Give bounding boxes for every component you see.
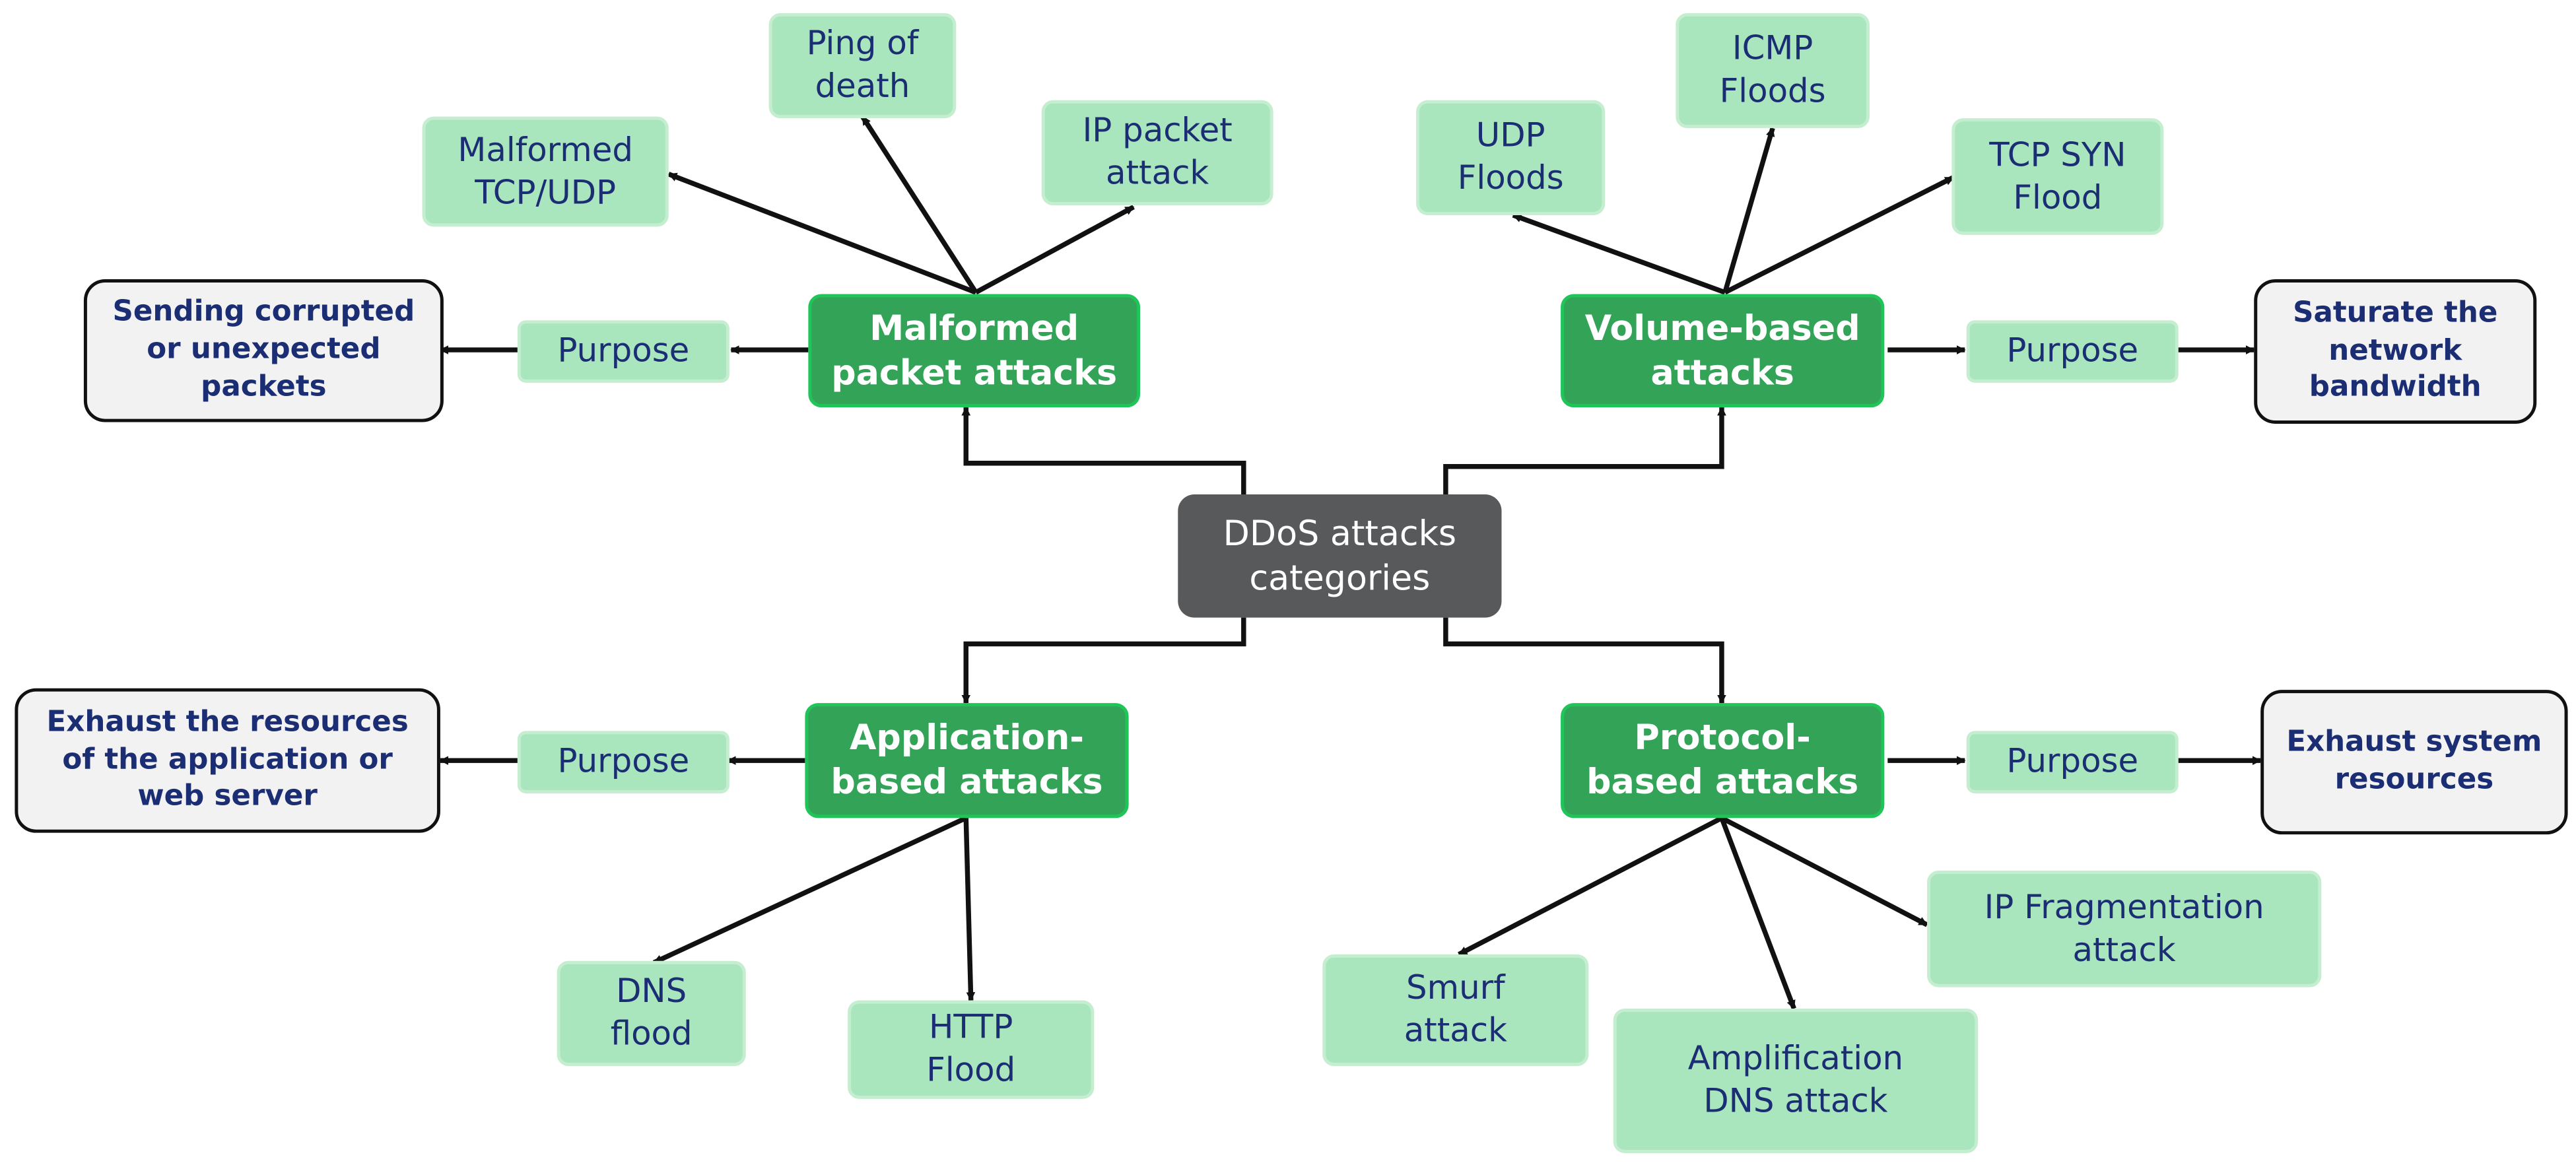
protocol-purpose-label[interactable]: Purpose [1966, 731, 2179, 793]
edge-center-to-volume [1443, 406, 1726, 495]
protocol-purpose-text[interactable]: Exhaust system resources [2260, 690, 2568, 835]
edge-center-to-application [961, 617, 1246, 704]
example-icmp-floods[interactable]: ICMP Floods [1676, 13, 1870, 129]
example-ip-packet-attack[interactable]: IP packet attack [1041, 100, 1273, 206]
category-protocol-based[interactable]: Protocol- based attacks [1561, 703, 1885, 818]
malformed-purpose-label[interactable]: Purpose [517, 320, 729, 383]
malformed-purpose-text[interactable]: Sending corrupted or unexpected packets [83, 279, 444, 422]
edge-volume-to-udp [1512, 213, 1726, 295]
category-application-based[interactable]: Application- based attacks [805, 703, 1129, 818]
edge-protocol-to-smurf [1458, 815, 1723, 957]
edge-protocol-to-amplification [1719, 817, 1796, 1010]
edge-malformed-to-ping [860, 115, 978, 294]
application-purpose-label[interactable]: Purpose [517, 731, 729, 793]
edge-protocol-to-ipfrag [1720, 815, 1928, 927]
example-tcp-syn-flood[interactable]: TCP SYN Flood [1951, 118, 2164, 235]
example-http-flood[interactable]: HTTP Flood [848, 1000, 1095, 1099]
edge-volume-to-icmp [1722, 127, 1775, 293]
example-ip-fragmentation-attack[interactable]: IP Fragmentation attack [1927, 870, 2322, 987]
center-node[interactable]: DDoS attacks categories [1178, 494, 1502, 618]
example-smurf-attack[interactable]: Smurf attack [1322, 954, 1589, 1067]
edge-application-to-http [963, 818, 976, 1001]
example-amplification-dns-attack[interactable]: Amplification DNS attack [1613, 1008, 1979, 1153]
application-purpose-text[interactable]: Exhaust the resources of the application… [15, 688, 440, 833]
example-ping-of-death[interactable]: Ping of death [768, 13, 957, 119]
edge-malformed-to-ippacket [974, 205, 1135, 295]
category-volume-based[interactable]: Volume-based attacks [1561, 294, 1885, 408]
example-udp-floods[interactable]: UDP Floods [1416, 100, 1606, 215]
volume-purpose-text[interactable]: Saturate the network bandwidth [2254, 279, 2537, 424]
edge-application-to-dns [652, 815, 967, 965]
example-dns-flood[interactable]: DNS flood [557, 960, 746, 1067]
edge-center-to-malformed [961, 406, 1246, 495]
edge-center-to-protocol [1443, 617, 1726, 704]
example-malformed-tcp-udp[interactable]: Malformed TCP/UDP [422, 116, 669, 227]
edge-malformed-to-tcpudp [667, 172, 977, 295]
volume-purpose-label[interactable]: Purpose [1966, 320, 2179, 383]
category-malformed-packet[interactable]: Malformed packet attacks [808, 294, 1141, 408]
edge-volume-to-tcpsyn [1724, 175, 1955, 295]
